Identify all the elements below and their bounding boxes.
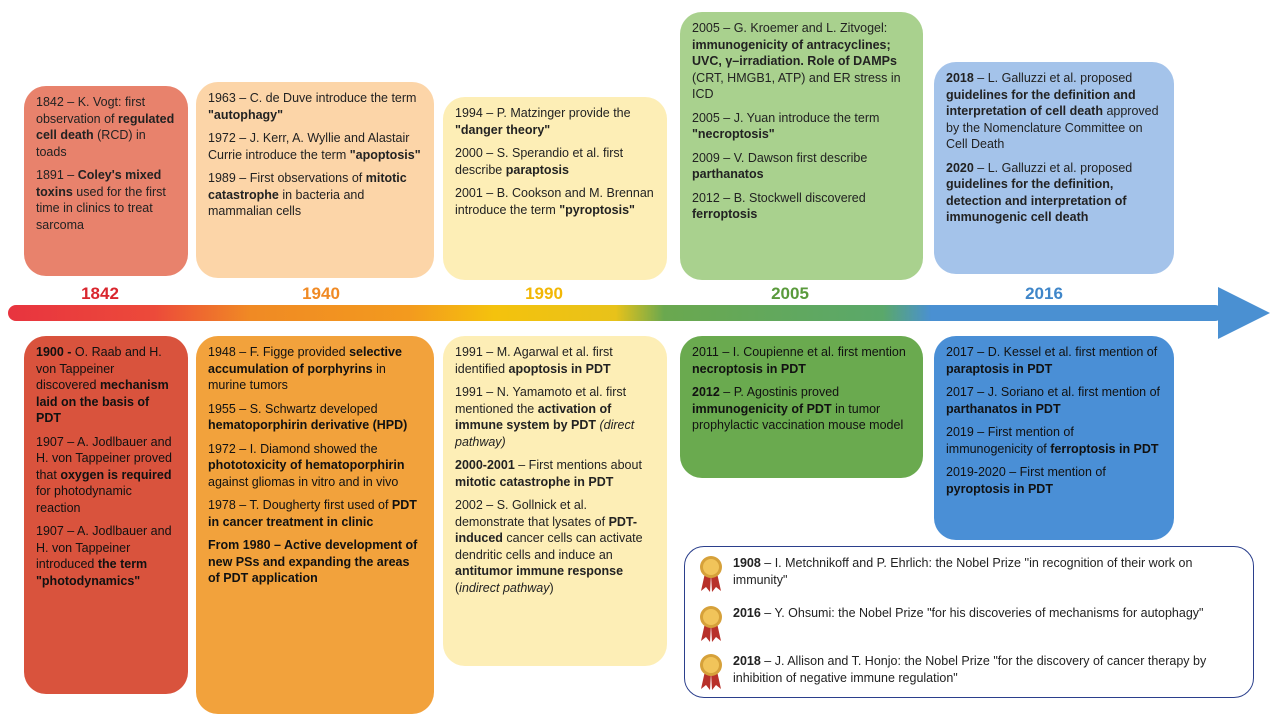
timeline-line — [8, 305, 1223, 321]
event: 2009 – V. Dawson first describe parthana… — [692, 150, 868, 182]
event: 2019 – First mention of immunogenicity o… — [946, 425, 1159, 456]
event: 2012 – B. Stockwell discovered ferroptos… — [692, 190, 866, 222]
top-box-1940: 1963 – C. de Duve introduce the term "au… — [196, 82, 434, 278]
event: 1963 – C. de Duve introduce the term "au… — [208, 91, 417, 122]
event: 2005 – G. Kroemer and L. Zitvogel: immun… — [692, 21, 901, 101]
top-box-2005: 2005 – G. Kroemer and L. Zitvogel: immun… — [680, 12, 923, 280]
event: 2000-2001 – First mentions about mitotic… — [455, 458, 642, 489]
nobel-prize-box: 1908 – I. Metchnikoff and P. Ehrlich: th… — [684, 546, 1254, 698]
event: 1955 – S. Schwartz developed hematoporph… — [208, 401, 408, 433]
event: 1907 – A. Jodlbauer and H. von Tappeiner… — [36, 434, 172, 515]
event: 2012 – P. Agostinis proved immunogenicit… — [692, 385, 904, 432]
event: 1842 – K. Vogt: first observation of reg… — [36, 95, 175, 159]
top-box-1990: 1994 – P. Matzinger provide the "danger … — [443, 97, 667, 280]
medal-icon — [700, 654, 722, 690]
bottom-box-2016: 2017 – D. Kessel et al. first mention of… — [934, 336, 1174, 540]
medal-icon — [700, 606, 722, 642]
event: 2001 – B. Cookson and M. Brennan introdu… — [455, 186, 654, 217]
event: 2018 – L. Galluzzi et al. proposed guide… — [946, 71, 1159, 151]
event: 1948 – F. Figge provided selective accum… — [208, 345, 402, 392]
bottom-box-1842: 1900 - O. Raab and H. von Tappeiner disc… — [24, 336, 188, 694]
event: 1994 – P. Matzinger provide the "danger … — [455, 106, 631, 137]
event: 1891 – Coley's mixed toxins used for the… — [36, 168, 166, 232]
event: 2020 – L. Galluzzi et al. proposed guide… — [946, 160, 1133, 225]
event: 2019-2020 – First mention of pyroptosis … — [946, 465, 1106, 496]
event: 2002 – S. Gollnick et al. demonstrate th… — [455, 498, 643, 595]
event: 2017 – D. Kessel et al. first mention of… — [946, 345, 1158, 376]
event: 1991 – N. Yamamoto et al. first mentione… — [455, 385, 635, 449]
event: 2017 – J. Soriano et al. first mention o… — [946, 385, 1161, 416]
event: 2005 – J. Yuan introduce the term "necro… — [692, 110, 880, 142]
event: 1907 – A. Jodlbauer and H. von Tappeiner… — [36, 524, 172, 588]
event: 1978 – T. Dougherty first used of PDT in… — [208, 498, 417, 529]
medal-icon — [700, 556, 722, 592]
event: 2011 – I. Coupienne et al. first mention… — [692, 345, 906, 376]
event: 1991 – M. Agarwal et al. first identifie… — [455, 345, 613, 376]
event: 1972 – I. Diamond showed the phototoxici… — [208, 441, 405, 489]
bottom-box-1940: 1948 – F. Figge provided selective accum… — [196, 336, 434, 714]
top-box-2016: 2018 – L. Galluzzi et al. proposed guide… — [934, 62, 1174, 274]
event: 1972 – J. Kerr, A. Wyllie and Alastair C… — [208, 131, 421, 162]
event: 1900 - O. Raab and H. von Tappeiner disc… — [36, 345, 169, 425]
bottom-box-2005: 2011 – I. Coupienne et al. first mention… — [680, 336, 923, 478]
year-label-1842: 1842 — [81, 284, 119, 303]
year-label-1990: 1990 — [525, 284, 563, 303]
bottom-box-1990: 1991 – M. Agarwal et al. first identifie… — [443, 336, 667, 666]
year-label-1940: 1940 — [302, 284, 340, 303]
event: 2000 – S. Sperandio et al. first describ… — [455, 146, 624, 177]
timeline-arrowhead — [1218, 287, 1270, 339]
event: 1989 – First observations of mitotic cat… — [208, 171, 407, 218]
top-box-1842: 1842 – K. Vogt: first observation of reg… — [24, 86, 188, 276]
event: From 1980 – Active development of new PS… — [208, 538, 418, 585]
year-label-2016: 2016 — [1025, 284, 1063, 303]
year-label-2005: 2005 — [771, 284, 809, 303]
